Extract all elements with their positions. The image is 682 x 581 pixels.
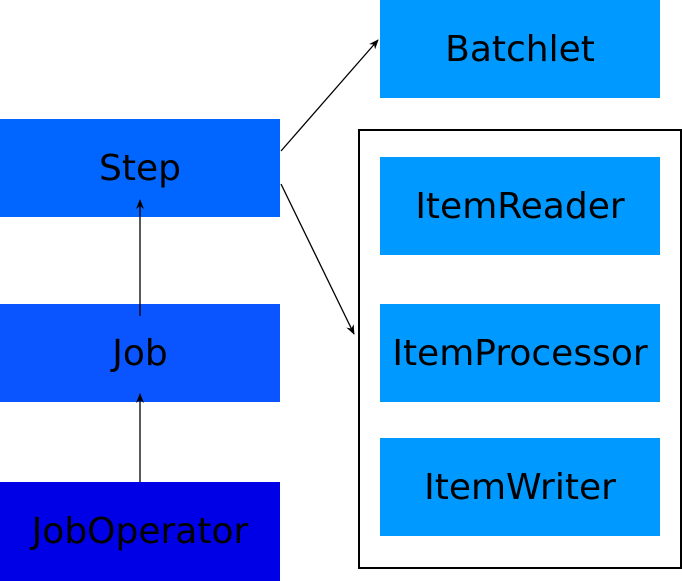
job-node: Job — [0, 304, 280, 402]
step-node: Step — [0, 119, 280, 217]
item-reader-label: ItemReader — [415, 185, 625, 227]
item-writer-label: ItemWriter — [424, 466, 616, 508]
item-writer-node: ItemWriter — [380, 438, 660, 536]
batchlet-label: Batchlet — [445, 28, 595, 70]
item-processor-label: ItemProcessor — [392, 332, 648, 374]
job-label: Job — [112, 332, 168, 374]
batchlet-node: Batchlet — [380, 0, 660, 98]
step-label: Step — [99, 147, 181, 189]
job-operator-label: JobOperator — [31, 511, 249, 552]
job-operator-node: JobOperator — [0, 482, 280, 581]
item-reader-node: ItemReader — [380, 157, 660, 255]
edge-step-to-chunk-group — [280, 183, 355, 335]
item-processor-node: ItemProcessor — [380, 304, 660, 402]
